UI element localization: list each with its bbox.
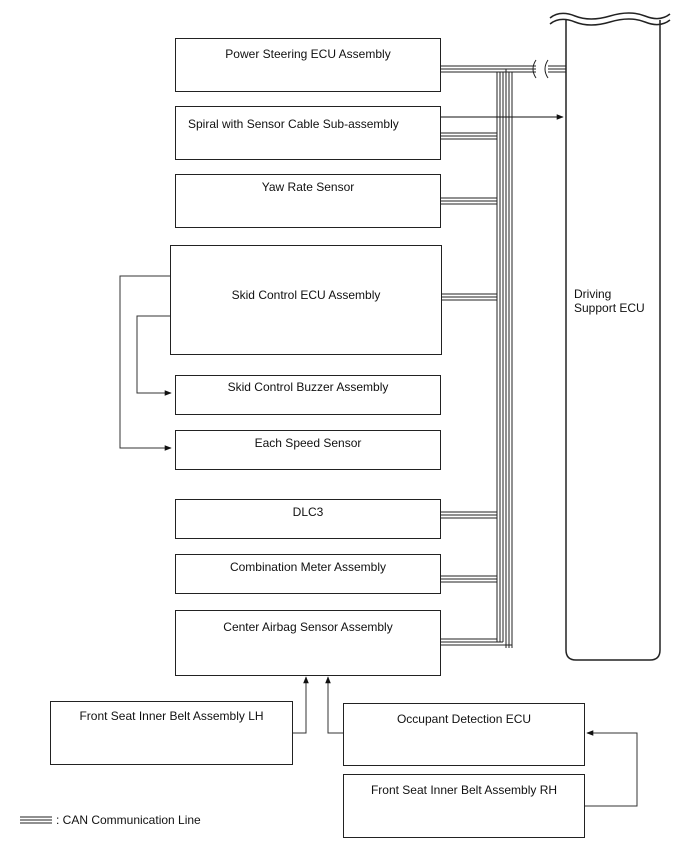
driving-support-ecu-line1: Driving [574, 287, 612, 301]
combination-meter-label: Combination Meter Assembly [229, 560, 387, 574]
belt-rh-label: Front Seat Inner Belt Assembly RH [370, 783, 558, 797]
break-mark-top [549, 12, 671, 20]
speed-sensor-label: Each Speed Sensor [254, 436, 362, 450]
power-steering-ecu-box: Power Steering ECU Assembly [175, 38, 441, 92]
center-airbag-label: Center Airbag Sensor Assembly [223, 620, 393, 634]
occupant-ecu-box: Occupant Detection ECU [343, 703, 585, 766]
spiral-cable-label: Spiral with Sensor Cable Sub-assembly [188, 117, 399, 131]
belt-lh-box: Front Seat Inner Belt Assembly LH [50, 701, 293, 765]
yaw-rate-sensor-label: Yaw Rate Sensor [261, 180, 355, 194]
driving-support-ecu-label: Driving Support ECU [574, 287, 645, 315]
center-airbag-box: Center Airbag Sensor Assembly [175, 610, 441, 676]
driving-support-ecu-outline [565, 20, 661, 661]
skid-buzzer-label: Skid Control Buzzer Assembly [227, 380, 389, 394]
spiral-cable-box: Spiral with Sensor Cable Sub-assembly [175, 106, 441, 160]
dlc3-box: DLC3 [175, 499, 441, 539]
combination-meter-box: Combination Meter Assembly [175, 554, 441, 594]
belt-lh-label: Front Seat Inner Belt Assembly LH [79, 709, 264, 723]
power-steering-ecu-label: Power Steering ECU Assembly [225, 47, 391, 61]
belt-rh-box: Front Seat Inner Belt Assembly RH [343, 774, 585, 838]
legend-can-symbol [20, 816, 52, 824]
dlc3-label: DLC3 [292, 505, 324, 519]
legend-can-label: : CAN Communication Line [56, 813, 201, 827]
skid-buzzer-box: Skid Control Buzzer Assembly [175, 375, 441, 415]
skid-control-ecu-box: Skid Control ECU Assembly [170, 245, 442, 355]
speed-sensor-box: Each Speed Sensor [175, 430, 441, 470]
yaw-rate-sensor-box: Yaw Rate Sensor [175, 174, 441, 228]
can-bus-lines [440, 59, 566, 648]
skid-control-ecu-label: Skid Control ECU Assembly [231, 288, 381, 302]
driving-support-ecu-line2: Support ECU [574, 301, 645, 315]
occupant-ecu-label: Occupant Detection ECU [396, 712, 532, 726]
